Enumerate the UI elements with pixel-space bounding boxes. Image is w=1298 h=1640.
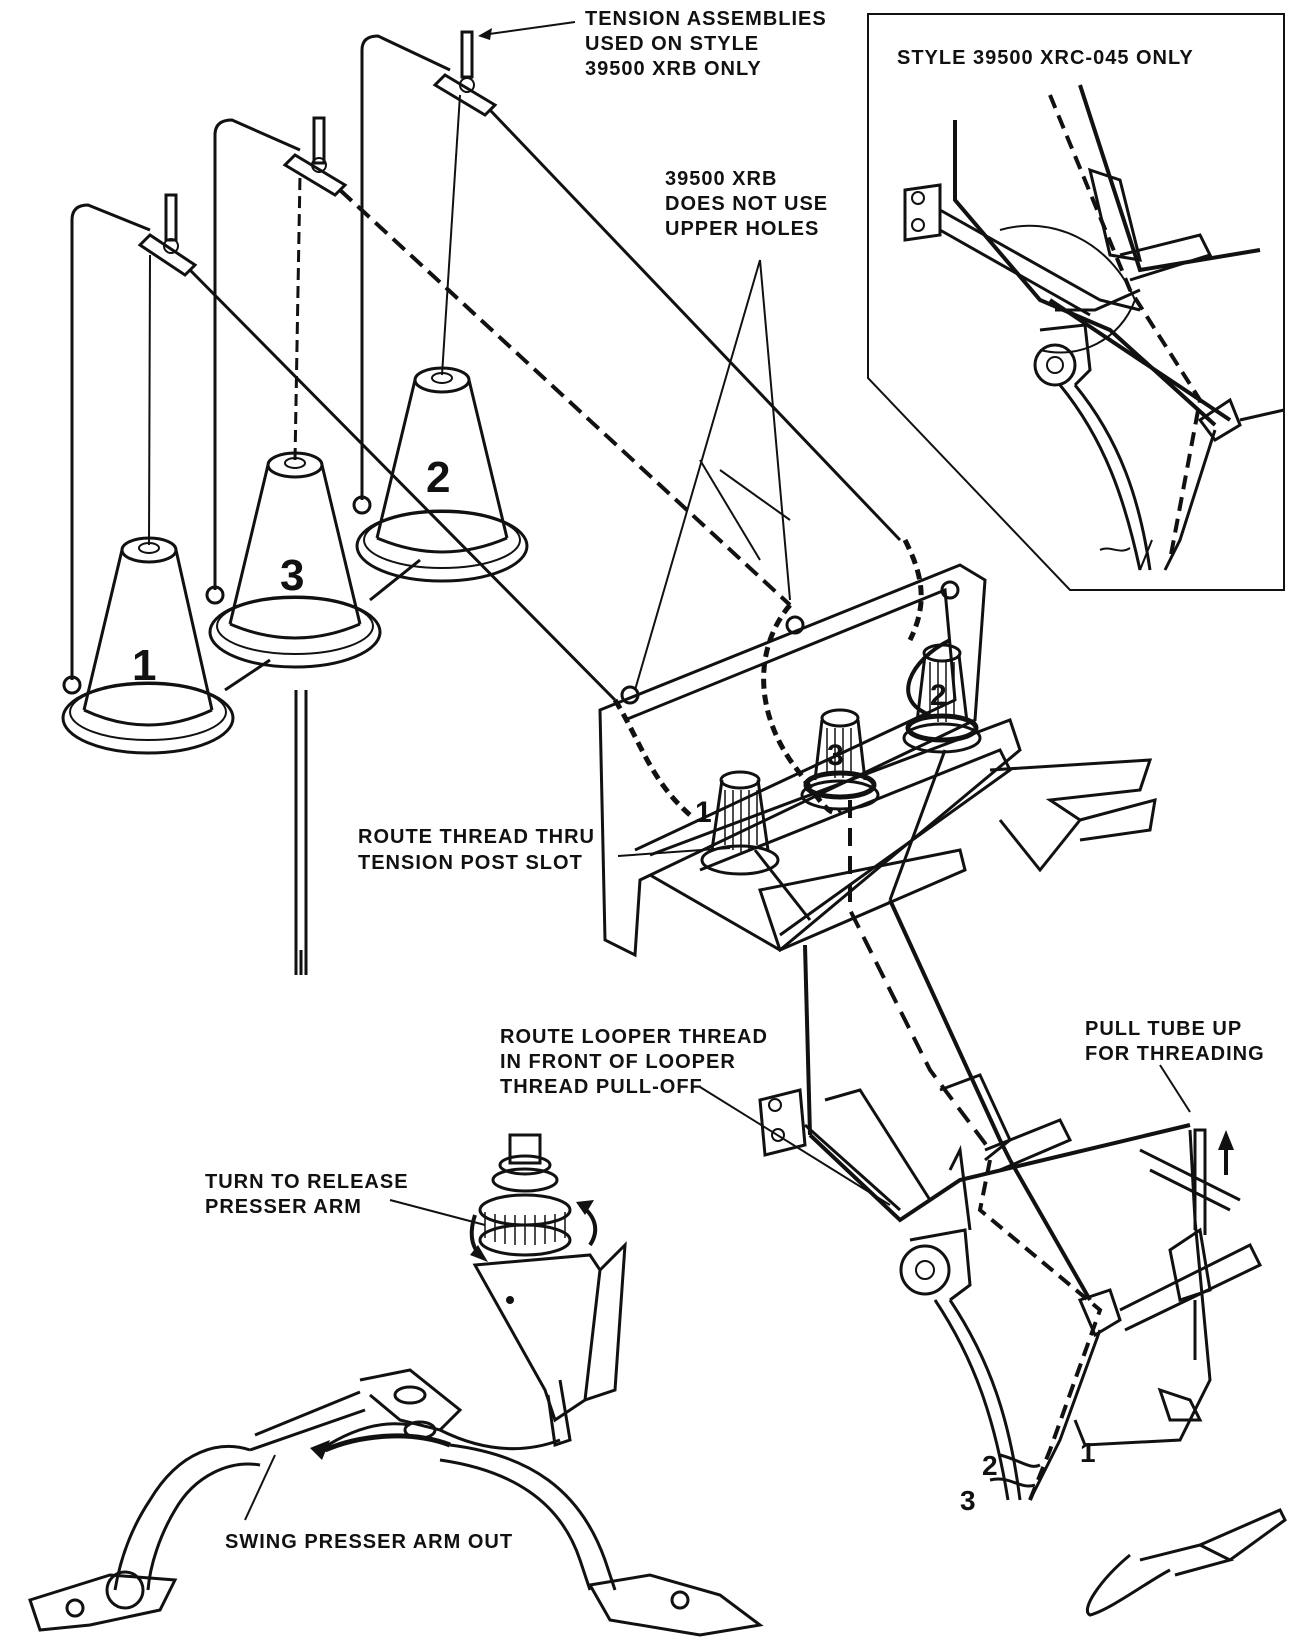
tension-knob-1[interactable]: 1 <box>695 770 780 876</box>
rod-base-2 <box>352 495 372 515</box>
tension-assemblies-line-3: 39500 XRB ONLY <box>585 58 762 80</box>
tension-assemblies-line-1: TENSION ASSEMBLIES <box>585 8 827 30</box>
thread-end-1: 1 <box>1080 1437 1096 1468</box>
stand-tension-assembly-3 <box>282 116 348 197</box>
machine-tension-unit: 1 3 2 <box>598 538 1157 1161</box>
label-route-looper: ROUTE LOOPER THREAD IN FRONT OF LOOPER T… <box>500 1026 768 1098</box>
route-tension-slot-line-2: TENSION POST SLOT <box>358 852 583 874</box>
cone-number-1: 1 <box>132 641 156 690</box>
label-route-tension-slot: ROUTE THREAD THRU TENSION POST SLOT <box>358 826 595 874</box>
pull-tube-line-1: PULL TUBE UP <box>1085 1018 1242 1040</box>
route-tension-slot-line-1: ROUTE THREAD THRU <box>358 826 595 848</box>
label-tension-assemblies: TENSION ASSEMBLIES USED ON STYLE 39500 X… <box>585 8 827 80</box>
thread-stand: 1 3 2 <box>61 30 529 975</box>
swing-presser-label: SWING PRESSER ARM OUT <box>225 1531 513 1553</box>
thread-paths <box>188 108 902 702</box>
thread-end-2: 2 <box>982 1450 998 1481</box>
presser-release-knob[interactable] <box>469 1133 598 1262</box>
xrb-upper-holes-line-3: UPPER HOLES <box>665 218 819 240</box>
pull-tube-line-2: FOR THREADING <box>1085 1043 1265 1065</box>
tension-knob-2[interactable]: 2 <box>902 643 982 754</box>
turn-release-line-1: TURN TO RELEASE <box>205 1171 409 1193</box>
xrb-upper-holes-line-1: 39500 XRB <box>665 168 777 190</box>
thread-end-3: 3 <box>960 1485 976 1516</box>
tension-number-3: 3 <box>827 739 844 772</box>
thread-cone-1: 1 <box>61 536 235 755</box>
stand-tension-assembly-1 <box>137 193 198 277</box>
callout-leaders <box>244 21 1191 1521</box>
xrb-upper-holes-line-2: DOES NOT USE <box>665 193 828 215</box>
thread-cone-3: 3 <box>208 451 382 669</box>
rod-base-3 <box>205 585 225 605</box>
route-looper-line-2: IN FRONT OF LOOPER <box>500 1051 736 1073</box>
label-pull-tube: PULL TUBE UP FOR THREADING <box>1085 1018 1265 1065</box>
cone-number-3: 3 <box>280 551 304 600</box>
rod-base-1 <box>62 675 82 695</box>
tension-knob-3[interactable]: 3 <box>800 708 880 811</box>
looper-mechanism: 2 3 1 <box>758 1073 1263 1516</box>
route-looper-line-1: ROUTE LOOPER THREAD <box>500 1026 768 1048</box>
presser-foot-assembly <box>28 1133 764 1637</box>
tension-assemblies-line-2: USED ON STYLE <box>585 33 759 55</box>
stand-tension-assembly-2 <box>432 30 498 117</box>
tweezers-icon <box>1085 1508 1287 1617</box>
inset-looper-mechanism <box>903 84 1285 571</box>
cone-number-2: 2 <box>426 453 450 502</box>
style-inset-label: STYLE 39500 XRC-045 ONLY <box>897 47 1194 69</box>
label-xrb-upper-holes: 39500 XRB DOES NOT USE UPPER HOLES <box>665 168 828 240</box>
tension-number-1: 1 <box>695 796 712 829</box>
label-turn-release: TURN TO RELEASE PRESSER ARM <box>205 1171 409 1218</box>
turn-release-line-2: PRESSER ARM <box>205 1196 362 1218</box>
thread-cone-2: 2 <box>355 366 529 583</box>
tension-number-2: 2 <box>930 679 947 712</box>
route-looper-line-3: THREAD PULL-OFF <box>500 1076 703 1098</box>
xrc-045-inset: STYLE 39500 XRC-045 ONLY <box>867 13 1285 591</box>
